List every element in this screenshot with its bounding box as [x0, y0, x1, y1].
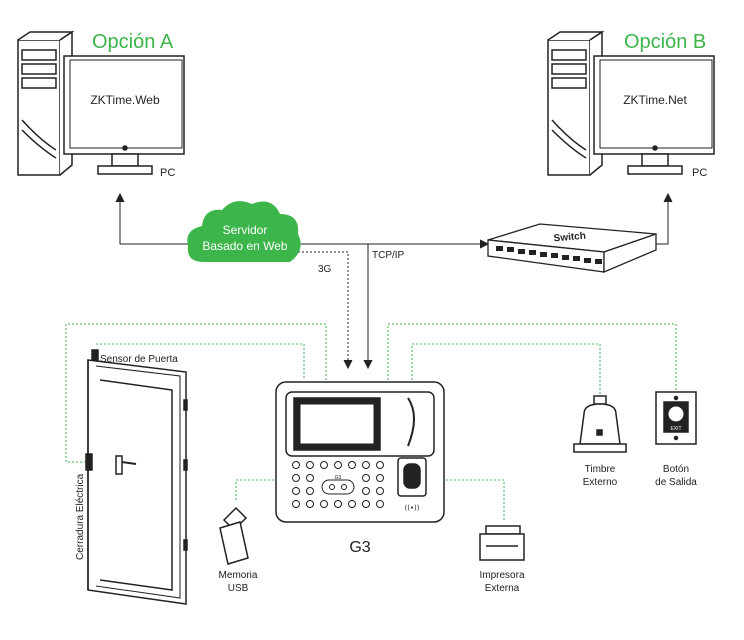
usb-drive-icon [219, 506, 249, 565]
door [85, 349, 188, 605]
network-switch: Switch [487, 223, 657, 273]
usb-label-line2: USB [228, 583, 249, 594]
pc-label-b: PC [692, 167, 707, 179]
exit-label-line2: de Salida [655, 477, 697, 488]
option-b-title: Opción B [624, 31, 706, 53]
exit-label-line1: Botón [663, 464, 689, 475]
pc-option-a: ZKTime.Web Opción A PC [17, 30, 185, 179]
label-3g: 3G [318, 264, 332, 275]
pc-option-b: ZKTime.Net Opción B PC [547, 30, 715, 179]
exit-plate-text: EXIT [670, 426, 681, 432]
cloud-server: Servidor Basado en Web [187, 201, 301, 262]
device-screen-tag: G3 [335, 475, 342, 481]
switch-ports [496, 246, 602, 264]
cloud-line2: Basado en Web [202, 239, 287, 253]
pc-monitor-a [63, 55, 185, 175]
door-sensor-icon [91, 349, 99, 361]
electric-lock-label: Cerradura Eléctrica [75, 473, 86, 560]
g3-device: ((•)) [275, 381, 445, 523]
arrow-3g [343, 359, 353, 370]
pc-label-a: PC [160, 167, 175, 179]
screen-text-b: ZKTime.Net [623, 93, 687, 107]
device-name: G3 [349, 539, 370, 556]
bell-icon [573, 395, 627, 453]
option-a-title: Opción A [92, 31, 174, 53]
door-sensor-label: Sensor de Puerta [100, 354, 178, 365]
label-tcpip: TCP/IP [372, 250, 405, 261]
dotted-3g-link [294, 251, 349, 368]
door-handle-icon [115, 455, 123, 475]
solid-links [115, 192, 673, 370]
printer-label-line1: Impresora [479, 570, 524, 581]
printer-icon [479, 525, 525, 561]
green-dotted-wiring [65, 323, 677, 520]
bell-label-line2: Externo [583, 477, 618, 488]
printer-label-line2: Externa [485, 583, 520, 594]
rfid-icon: ((•)) [404, 504, 419, 512]
pc-monitor-b [593, 55, 715, 175]
bell-label-line1: Timbre [585, 464, 616, 475]
electric-lock-icon [85, 453, 93, 471]
cloud-line1: Servidor [223, 223, 268, 237]
usb-label-line1: Memoria [219, 570, 258, 581]
screen-text-a: ZKTime.Web [90, 93, 160, 107]
exit-button-icon [655, 391, 697, 445]
switch-label: Switch [553, 231, 586, 245]
device-keypad [292, 461, 384, 508]
